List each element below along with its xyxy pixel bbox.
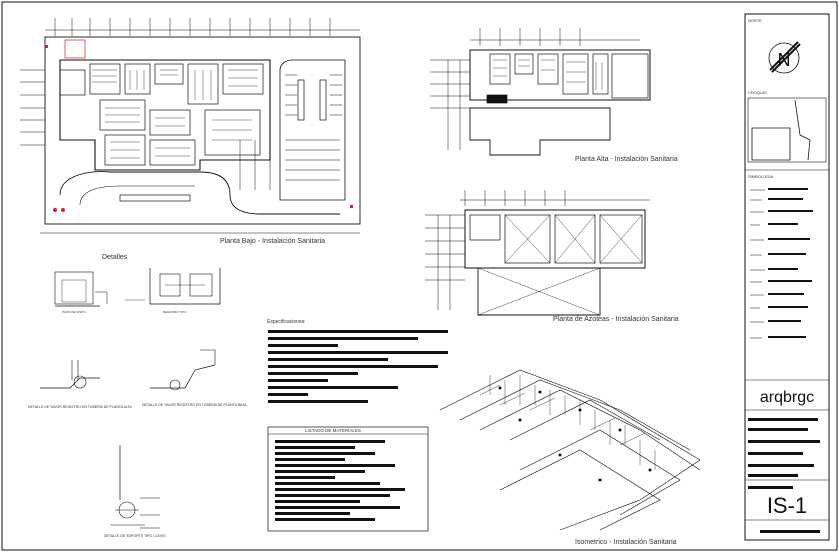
title-block — [744, 13, 830, 541]
legend-heading: SIMBOLOGIA — [748, 174, 773, 179]
materials-title: LISTADO DE MATERIALES — [305, 428, 361, 433]
isometric-diagram — [439, 369, 701, 531]
north-heading: NORTE — [748, 18, 762, 23]
north-label: N — [778, 50, 791, 70]
upper-floor-plan — [430, 28, 651, 156]
plan-upper-title: Planta Alta - Instalación Sanitaria — [575, 156, 678, 163]
detail-c-label: DETALLE DE SOPORTE TIPO CLEVIS — [104, 534, 166, 538]
detail-e-label: REGISTRO TIPO — [163, 310, 187, 314]
details-title: Detalles — [102, 254, 128, 261]
materials-table — [267, 426, 429, 532]
plan-low-title: Planta Bajo - Instalación Sanitaria — [220, 238, 325, 245]
plan-roof-title: Planta de Azoteas - Instalación Sanitari… — [553, 316, 679, 323]
ground-floor-plan — [20, 18, 361, 234]
roof-plan — [425, 190, 650, 316]
detail-b-label: DETALLE DE YAVOR REGISTRO EN TUBERIA DE … — [142, 403, 247, 407]
specs-title: Especificaciones: — [267, 319, 306, 325]
firm-logo: arqbrgc — [760, 389, 814, 406]
detail-a-label: DETALLE DE YAVOR REGISTRO EN TUBERIA DE … — [28, 405, 132, 409]
location-heading: CROQUIS — [748, 90, 767, 95]
detail-d-label: POZO DE VISITA — [62, 310, 86, 314]
sheet-code: IS-1 — [767, 493, 807, 518]
isometric-title: Isometrico - Instalación Sanitaria — [575, 539, 677, 546]
specifications-block — [268, 330, 448, 403]
details-group — [40, 268, 221, 529]
